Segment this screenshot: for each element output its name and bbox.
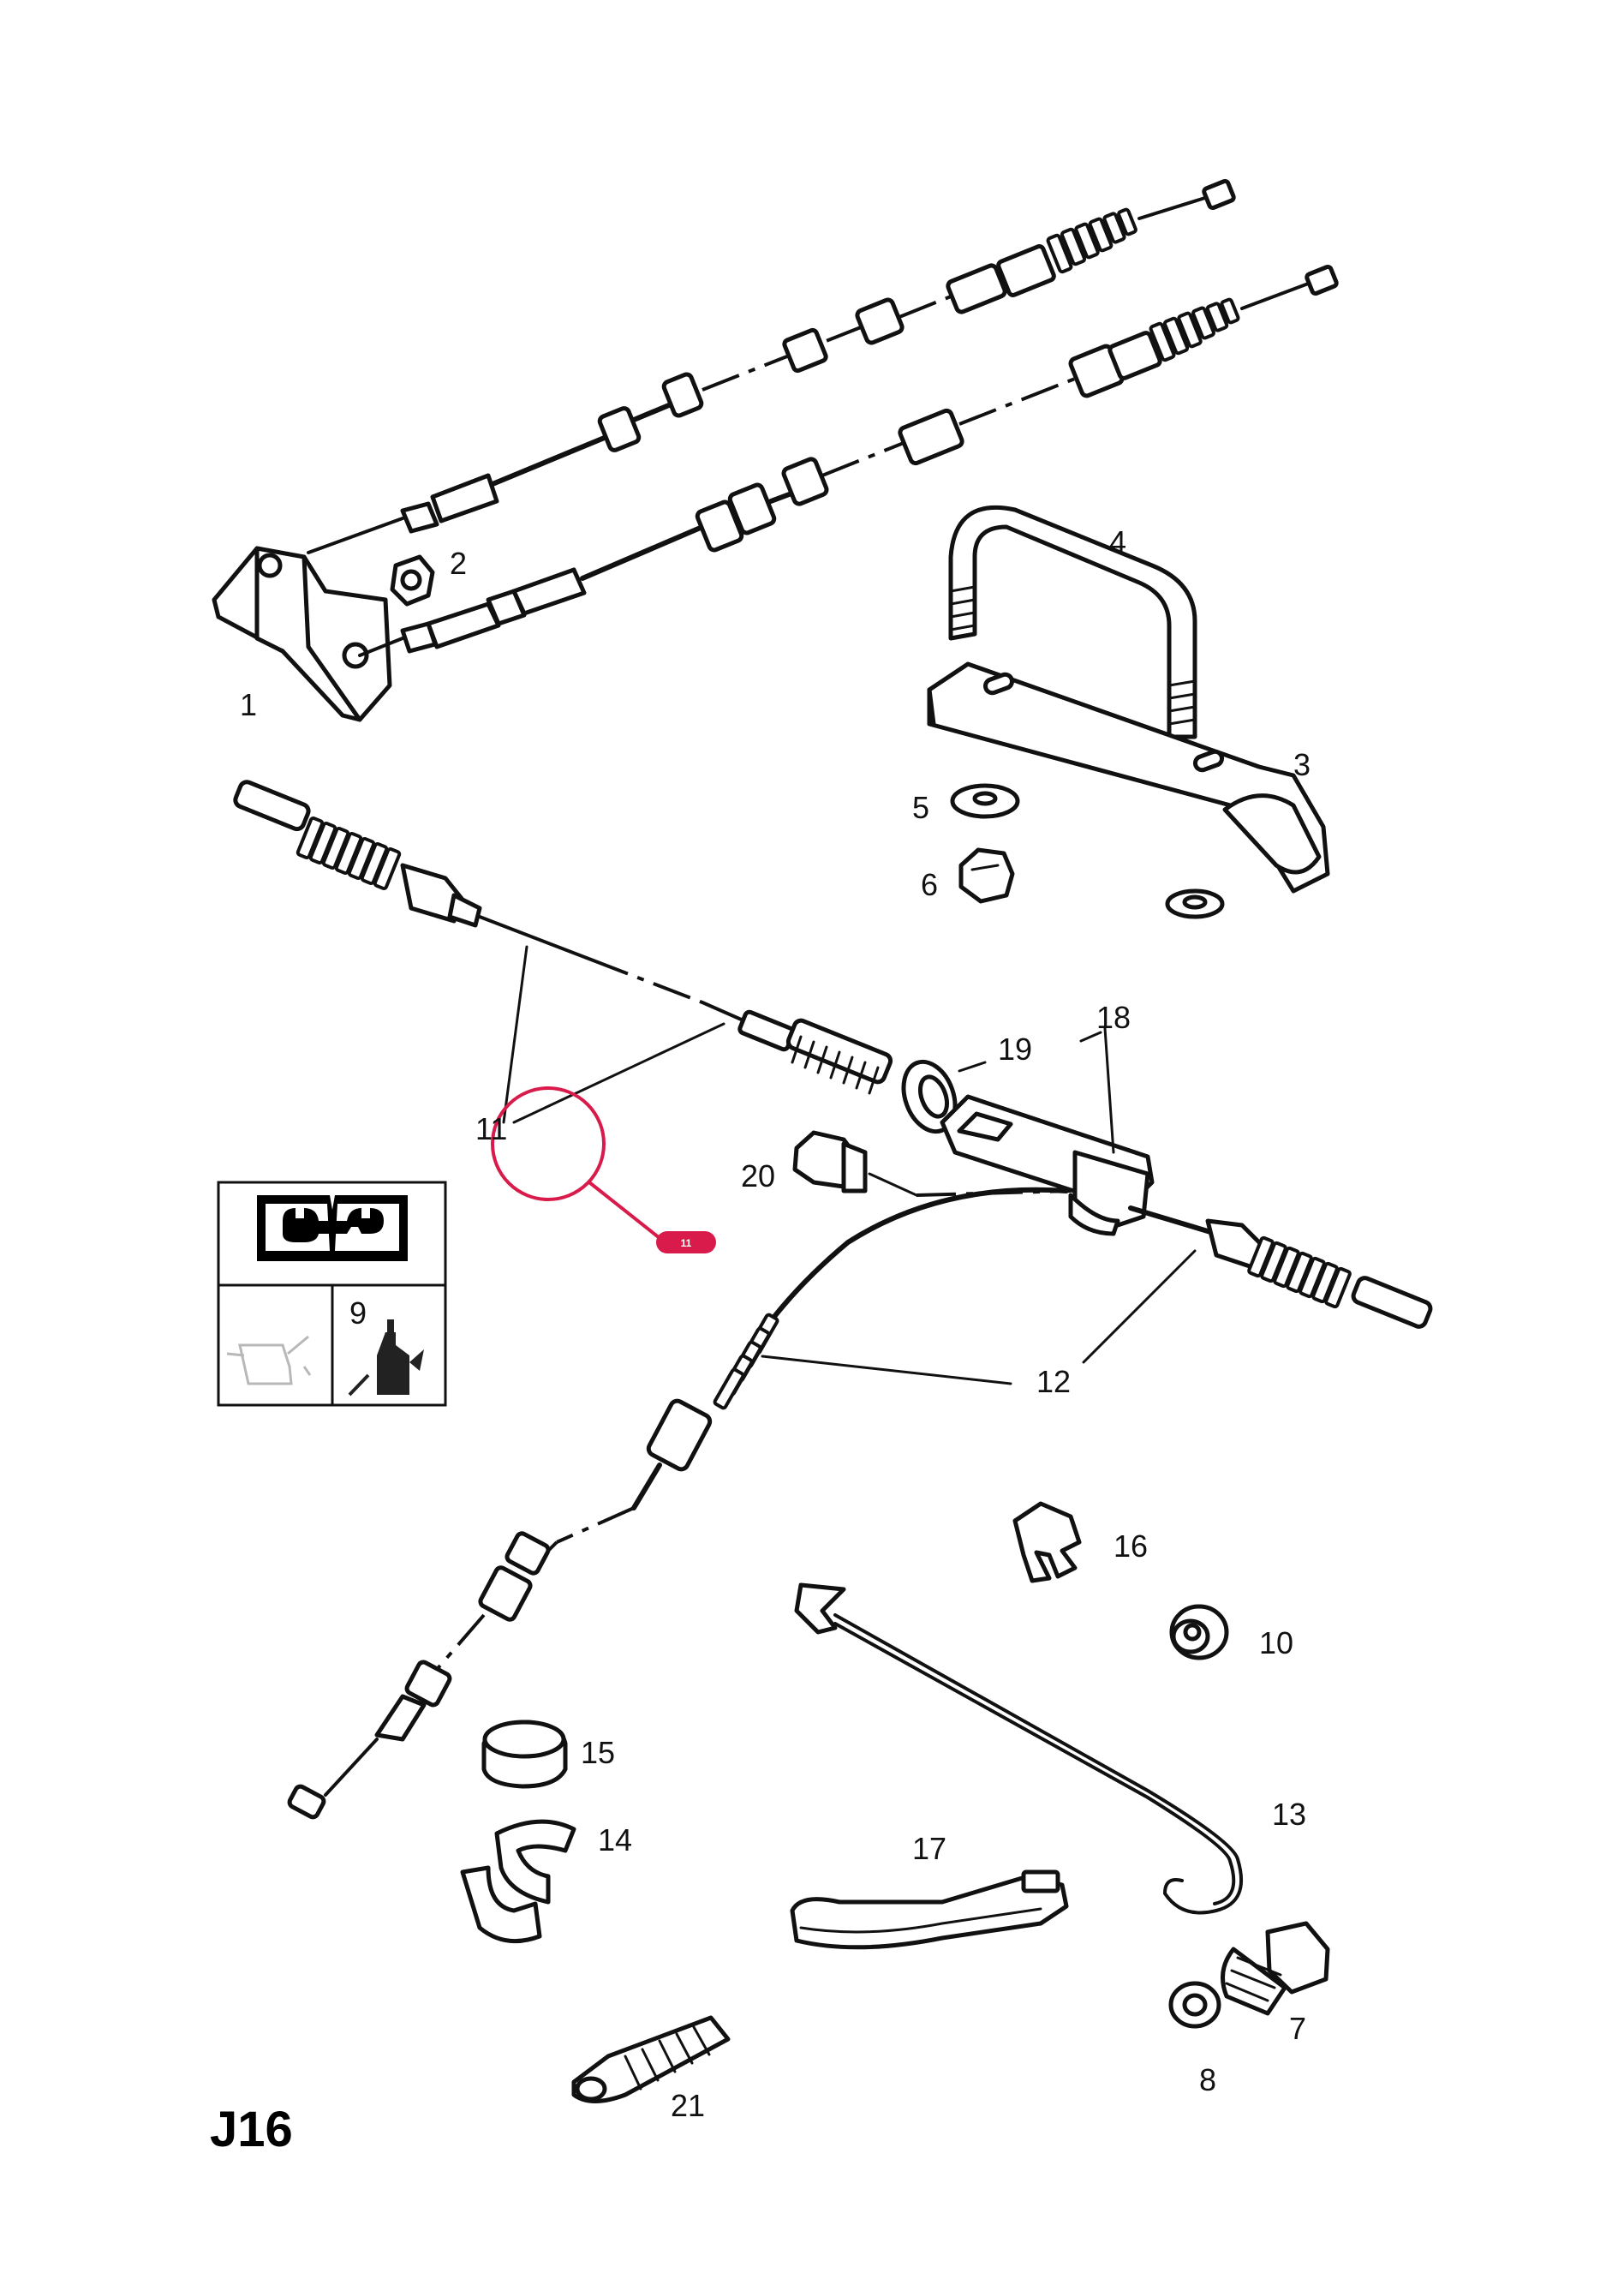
label-part-20: 20: [741, 1158, 775, 1193]
front-cable-thread: [785, 1018, 893, 1095]
part-14-holder: [460, 1819, 576, 1944]
label-part-11: 11: [475, 1111, 507, 1146]
bracket-washer: [1165, 888, 1225, 919]
part-3-bracket: [927, 661, 1330, 894]
part-19-grommet: [901, 1031, 1102, 1134]
long-cable-right-end: [1205, 1218, 1433, 1329]
part-5-washer: [950, 783, 1020, 819]
highlight-circle: [491, 1086, 606, 1201]
label-part-12: 12: [1036, 1364, 1071, 1399]
part-13-return-spring: [794, 1582, 1244, 1915]
part-16-clip: [1012, 1501, 1082, 1583]
part-6-nut: [958, 847, 1015, 904]
u-bolt-thread-left: [949, 585, 976, 631]
part-labels: 1 2 3 4 5 6 7 8 9 10 11 12 13 14 15 16 1…: [240, 524, 1311, 2123]
highlight-badge-label: 11: [681, 1237, 692, 1249]
oil-can-icon: [226, 1335, 312, 1385]
label-part-9: 9: [349, 1295, 367, 1331]
label-part-10: 10: [1259, 1625, 1293, 1660]
label-part-5: 5: [912, 790, 929, 825]
part-8-spring-washer: [1168, 1981, 1221, 2029]
open-book-wrench-icon: [257, 1195, 408, 1261]
label-part-21: 21: [671, 2088, 705, 2123]
front-cable-coil: [296, 816, 402, 891]
label-part-18: 18: [1096, 1000, 1131, 1035]
part-17-pad: [790, 1869, 1069, 1950]
label-part-16: 16: [1114, 1528, 1148, 1564]
highlight-marker: 11: [491, 1086, 716, 1253]
u-bolt-thread-right: [1167, 679, 1197, 726]
rear-cable-lower: [358, 264, 1339, 657]
part-10-grommet: [1169, 1604, 1229, 1660]
label-part-19: 19: [998, 1032, 1032, 1067]
label-part-8: 8: [1199, 2062, 1216, 2097]
label-part-2: 2: [450, 546, 467, 581]
label-part-7: 7: [1289, 2011, 1306, 2046]
part-2-nut: [390, 554, 435, 607]
coil-spring-upper: [1046, 207, 1137, 274]
label-part-6: 6: [921, 867, 938, 902]
label-part-15: 15: [581, 1735, 615, 1770]
part-1-bracket: [212, 546, 392, 722]
part-7-bolt: [1221, 1921, 1330, 2016]
lubricant-bottle-icon: [348, 1319, 424, 1397]
label-part-14: 14: [598, 1822, 632, 1857]
part-11-front-cable: [233, 780, 893, 1124]
label-part-3: 3: [1293, 747, 1311, 782]
highlight-badge[interactable]: [656, 1231, 716, 1253]
part-18-equalizer: [940, 1026, 1155, 1236]
label-part-13: 13: [1272, 1797, 1306, 1832]
part-12-long-cable: [287, 1187, 1433, 1820]
part-15-cap: [481, 1720, 568, 1789]
label-part-17: 17: [912, 1831, 946, 1866]
long-cable-left-spring: [713, 1313, 779, 1410]
rear-cable-upper: [307, 178, 1236, 554]
part-21-boot: [571, 2015, 731, 2103]
label-part-1: 1: [240, 687, 257, 722]
part-4-u-bolt: [948, 505, 1197, 739]
coil-spring-lower: [1149, 297, 1240, 362]
label-part-4: 4: [1109, 524, 1126, 559]
legend-box: [217, 1181, 447, 1407]
page-code: J16: [210, 2102, 293, 2157]
